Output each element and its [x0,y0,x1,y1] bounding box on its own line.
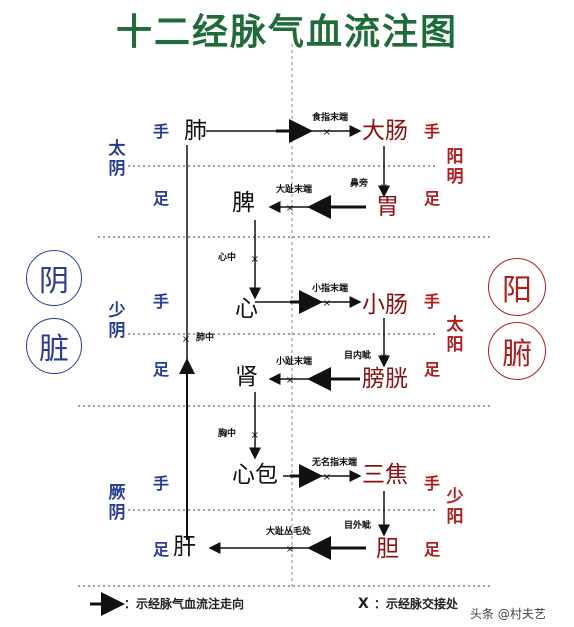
organ-heart: 心 [235,296,258,322]
organ-lung: 肺 [184,118,207,144]
foot-label: 足 [153,360,170,379]
hand-label: 手 [424,122,441,141]
point-label: 目外眦 [344,521,372,531]
circle-label: 阴 [39,264,69,299]
channel-char: 少 [108,301,126,321]
junction-cross: × [380,352,388,363]
point-label: 鼻旁 [350,179,369,189]
point-label: 胸中 [218,429,237,439]
foot-label: 足 [424,189,441,208]
junction-cross: × [182,334,190,345]
point-label: 小趾末端 [276,357,313,367]
foot-label: 足 [153,189,170,208]
circle-zang: 脏 [26,318,82,374]
channel-char: 少 [446,487,464,507]
organ-gallbladder: 胆 [376,536,399,562]
page-title: 十二经脉气血流注图 [115,11,458,53]
channel-char: 阳 [446,506,464,527]
circle-yin: 阴 [26,250,82,306]
organ-liver: 肝 [173,534,196,560]
channel-shaoyin: 少 阴 [108,301,126,341]
organ-small-intestine: 小肠 [362,292,408,318]
organ-large-intestine: 大肠 [362,118,408,144]
junction-cross: × [286,544,294,555]
channel-jueyin: 厥 阴 [108,483,126,523]
junction-cross: × [323,127,331,138]
hand-label: 手 [153,292,170,311]
junction-cross: × [251,430,259,441]
circle-fu: 腑 [488,322,546,380]
circle-label: 腑 [502,337,532,372]
legend-arrow-text: ：示经脉气血流注走向 [124,597,245,611]
channel-yangming: 阳 明 [446,147,464,187]
channel-taiyang: 太 阳 [446,315,464,355]
legend-cross-text: ：示经脉交接处 [374,597,459,611]
channel-char: 厥 [108,483,126,503]
foot-label: 足 [153,540,170,559]
junction-cross: × [286,203,294,214]
hand-label: 手 [153,122,170,141]
point-label: 食指末端 [312,113,349,123]
channel-char: 阴 [108,320,126,341]
channel-char: 明 [446,166,464,187]
point-label: 大趾丛毛处 [266,527,312,537]
channel-char: 阳 [446,147,464,167]
channel-char: 太 [108,139,126,159]
hand-label: 手 [424,474,441,493]
foot-label: 足 [424,540,441,559]
channel-char: 太 [446,315,464,335]
organ-pericardium: 心包 [232,462,278,488]
organ-stomach: 胃 [376,194,399,220]
point-label: 小指末端 [312,284,349,294]
circle-label: 脏 [39,332,69,367]
channel-taiyin: 太 阴 [108,139,126,179]
organ-spleen: 脾 [232,190,255,216]
channel-char: 阳 [446,334,464,355]
point-label: 心中 [218,253,237,263]
foot-label: 足 [424,360,441,379]
point-label: 无名指末端 [312,458,358,468]
junction-cross: × [323,472,331,483]
junction-cross: × [380,182,388,193]
hand-label: 手 [424,292,441,311]
junction-cross: × [286,375,294,386]
junction-cross: × [380,522,388,533]
channel-char: 阴 [108,502,126,523]
circle-label: 阳 [502,273,532,308]
organ-kidney: 肾 [235,364,258,390]
channel-char: 阴 [108,158,126,179]
hand-label: 手 [153,474,170,493]
junction-cross: × [251,254,259,265]
watermark: 头条 @村夫艺 [470,607,546,621]
point-label: 目内眦 [344,351,372,361]
circle-yang: 阳 [488,258,546,316]
organ-sanjiao: 三焦 [362,462,408,488]
legend-cross-icon: X [358,596,369,612]
junction-cross: × [323,298,331,309]
organ-bladder: 膀胱 [362,366,408,392]
point-label: 肺中 [196,333,215,343]
point-label: 大趾末端 [276,185,313,195]
channel-shaoyang: 少 阳 [446,487,464,527]
